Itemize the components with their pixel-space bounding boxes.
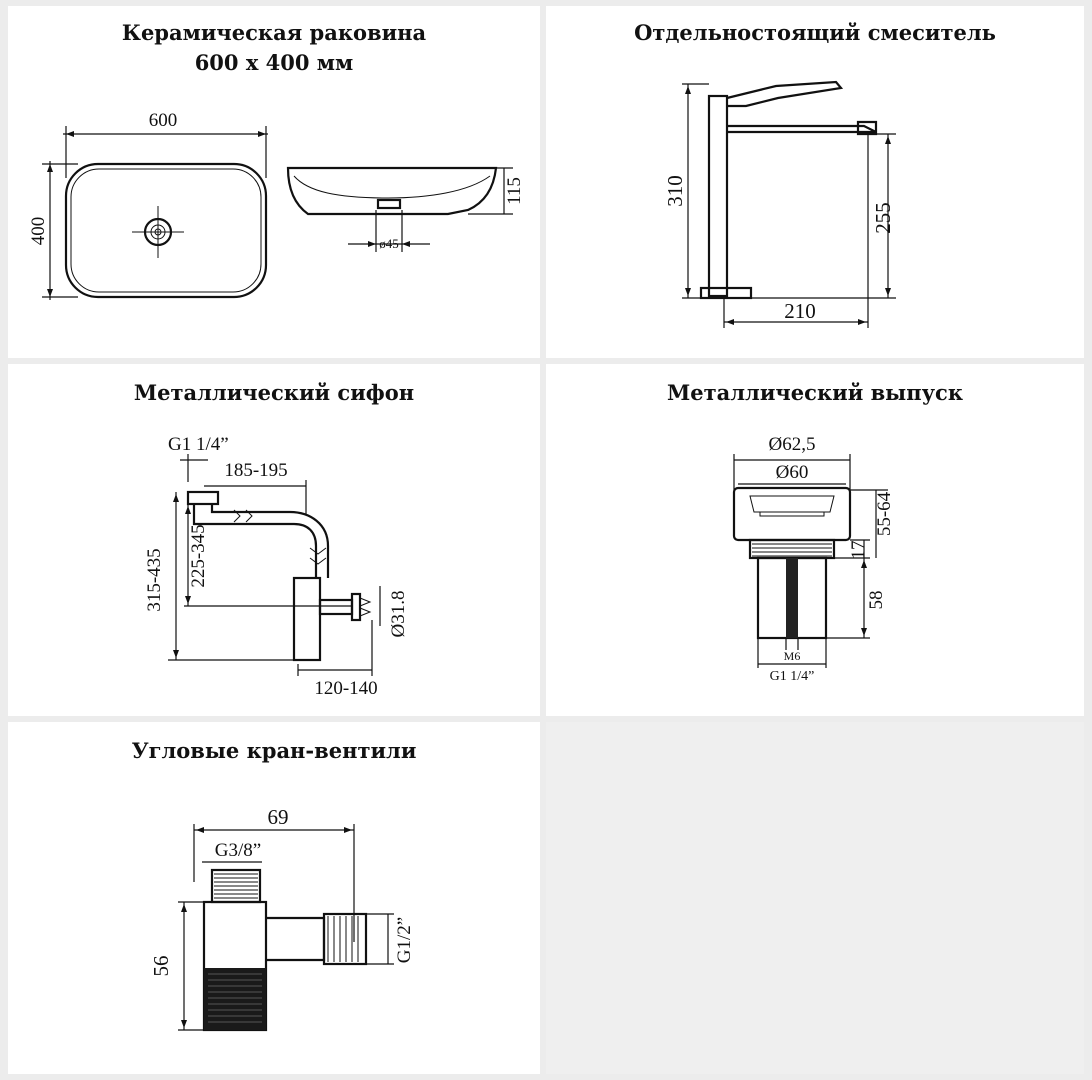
drain-thread-label: G1 1/4” — [770, 669, 815, 684]
siphon-drawing: G1 1/4” 185-195 315-435 225- — [144, 434, 409, 699]
siphon-thread-label: G1 1/4” — [168, 434, 229, 455]
valve-panel: Угловые кран-вентили 69 G3/8” — [8, 722, 540, 1074]
drain-drawing: Ø62,5 Ø60 55-64 17 58 — [732, 434, 895, 684]
drain-range-label: 55-64 — [874, 491, 895, 536]
faucet-spout-length-label: 210 — [784, 299, 816, 323]
drain-bolt-label: M6 — [784, 649, 801, 663]
sink-drain-label: ø45 — [379, 236, 399, 251]
valve-title: Угловые кран-вентили — [131, 738, 417, 763]
sink-title: Керамическая раковина 600 х 400 мм — [8, 18, 540, 78]
sink-panel: Керамическая раковина 600 х 400 мм 600 4… — [8, 6, 540, 358]
siphon-outlet-label: 120-140 — [314, 678, 377, 699]
valve-inlet-label: G3/8” — [215, 840, 261, 861]
faucet-height-label: 310 — [663, 175, 687, 207]
siphon-outer-height-label: 315-435 — [144, 548, 165, 611]
sink-title-line2: 600 х 400 мм — [194, 50, 354, 75]
siphon-reach-label: 185-195 — [224, 460, 287, 481]
sink-height-label: 115 — [504, 177, 525, 205]
valve-outlet-label: G1/2” — [394, 917, 415, 963]
faucet-drawing: 310 255 210 — [663, 80, 896, 328]
empty-panel — [546, 722, 1084, 1074]
sink-depth-label: 400 — [28, 217, 49, 246]
sink-title-line1: Керамическая раковина — [121, 20, 427, 45]
siphon-pipe-diameter-label: Ø31.8 — [388, 591, 409, 638]
valve-drawing: 69 G3/8” 56 — [149, 805, 415, 1032]
siphon-inner-height-label: 225-345 — [188, 524, 209, 587]
drain-title: Металлический выпуск — [667, 380, 963, 405]
faucet-panel: Отдельностоящий смеситель 310 255 — [546, 6, 1084, 358]
siphon-panel: Металлический сифон G1 1/4” 185-195 3 — [8, 364, 540, 716]
drain-panel: Металлический выпуск Ø62,5 Ø60 55-64 — [546, 364, 1084, 716]
siphon-title: Металлический сифон — [133, 380, 415, 405]
drain-body-label: 58 — [866, 591, 887, 610]
faucet-title: Отдельностоящий смеситель — [634, 20, 996, 45]
drain-inner-diameter-label: Ø60 — [776, 462, 809, 483]
valve-length-label: 69 — [268, 805, 289, 829]
sink-width-label: 600 — [149, 110, 178, 131]
valve-height-label: 56 — [149, 956, 173, 977]
drain-top-label: 17 — [848, 541, 869, 560]
faucet-spout-height-label: 255 — [871, 202, 895, 234]
sink-drawing: 600 400 115 — [28, 110, 525, 300]
drain-outer-diameter-label: Ø62,5 — [769, 434, 816, 455]
